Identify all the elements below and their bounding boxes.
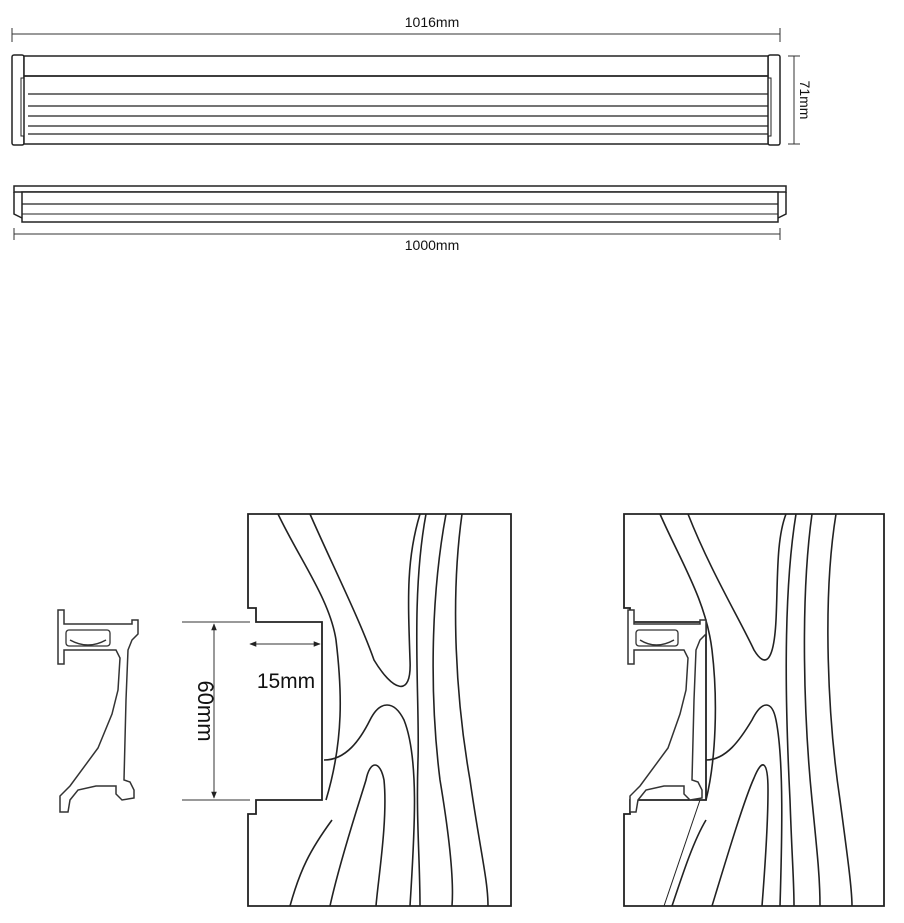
side-body — [21, 191, 779, 223]
profile-cross-section — [57, 609, 139, 813]
install-depth-label: 15mm — [257, 670, 315, 693]
install-detail-right — [623, 513, 885, 907]
side-length-label: 1000mm — [405, 237, 459, 253]
install-detail-left: 60mm 15mm — [182, 513, 512, 907]
shelf-body — [23, 55, 769, 145]
top-length-label: 1016mm — [405, 14, 459, 30]
top-view-shelf: 1016mm 71mm — [11, 14, 813, 146]
install-height-label: 60mm — [193, 680, 218, 741]
top-height-label: 71mm — [797, 81, 813, 120]
side-view-shelf: 1000mm — [13, 185, 787, 253]
